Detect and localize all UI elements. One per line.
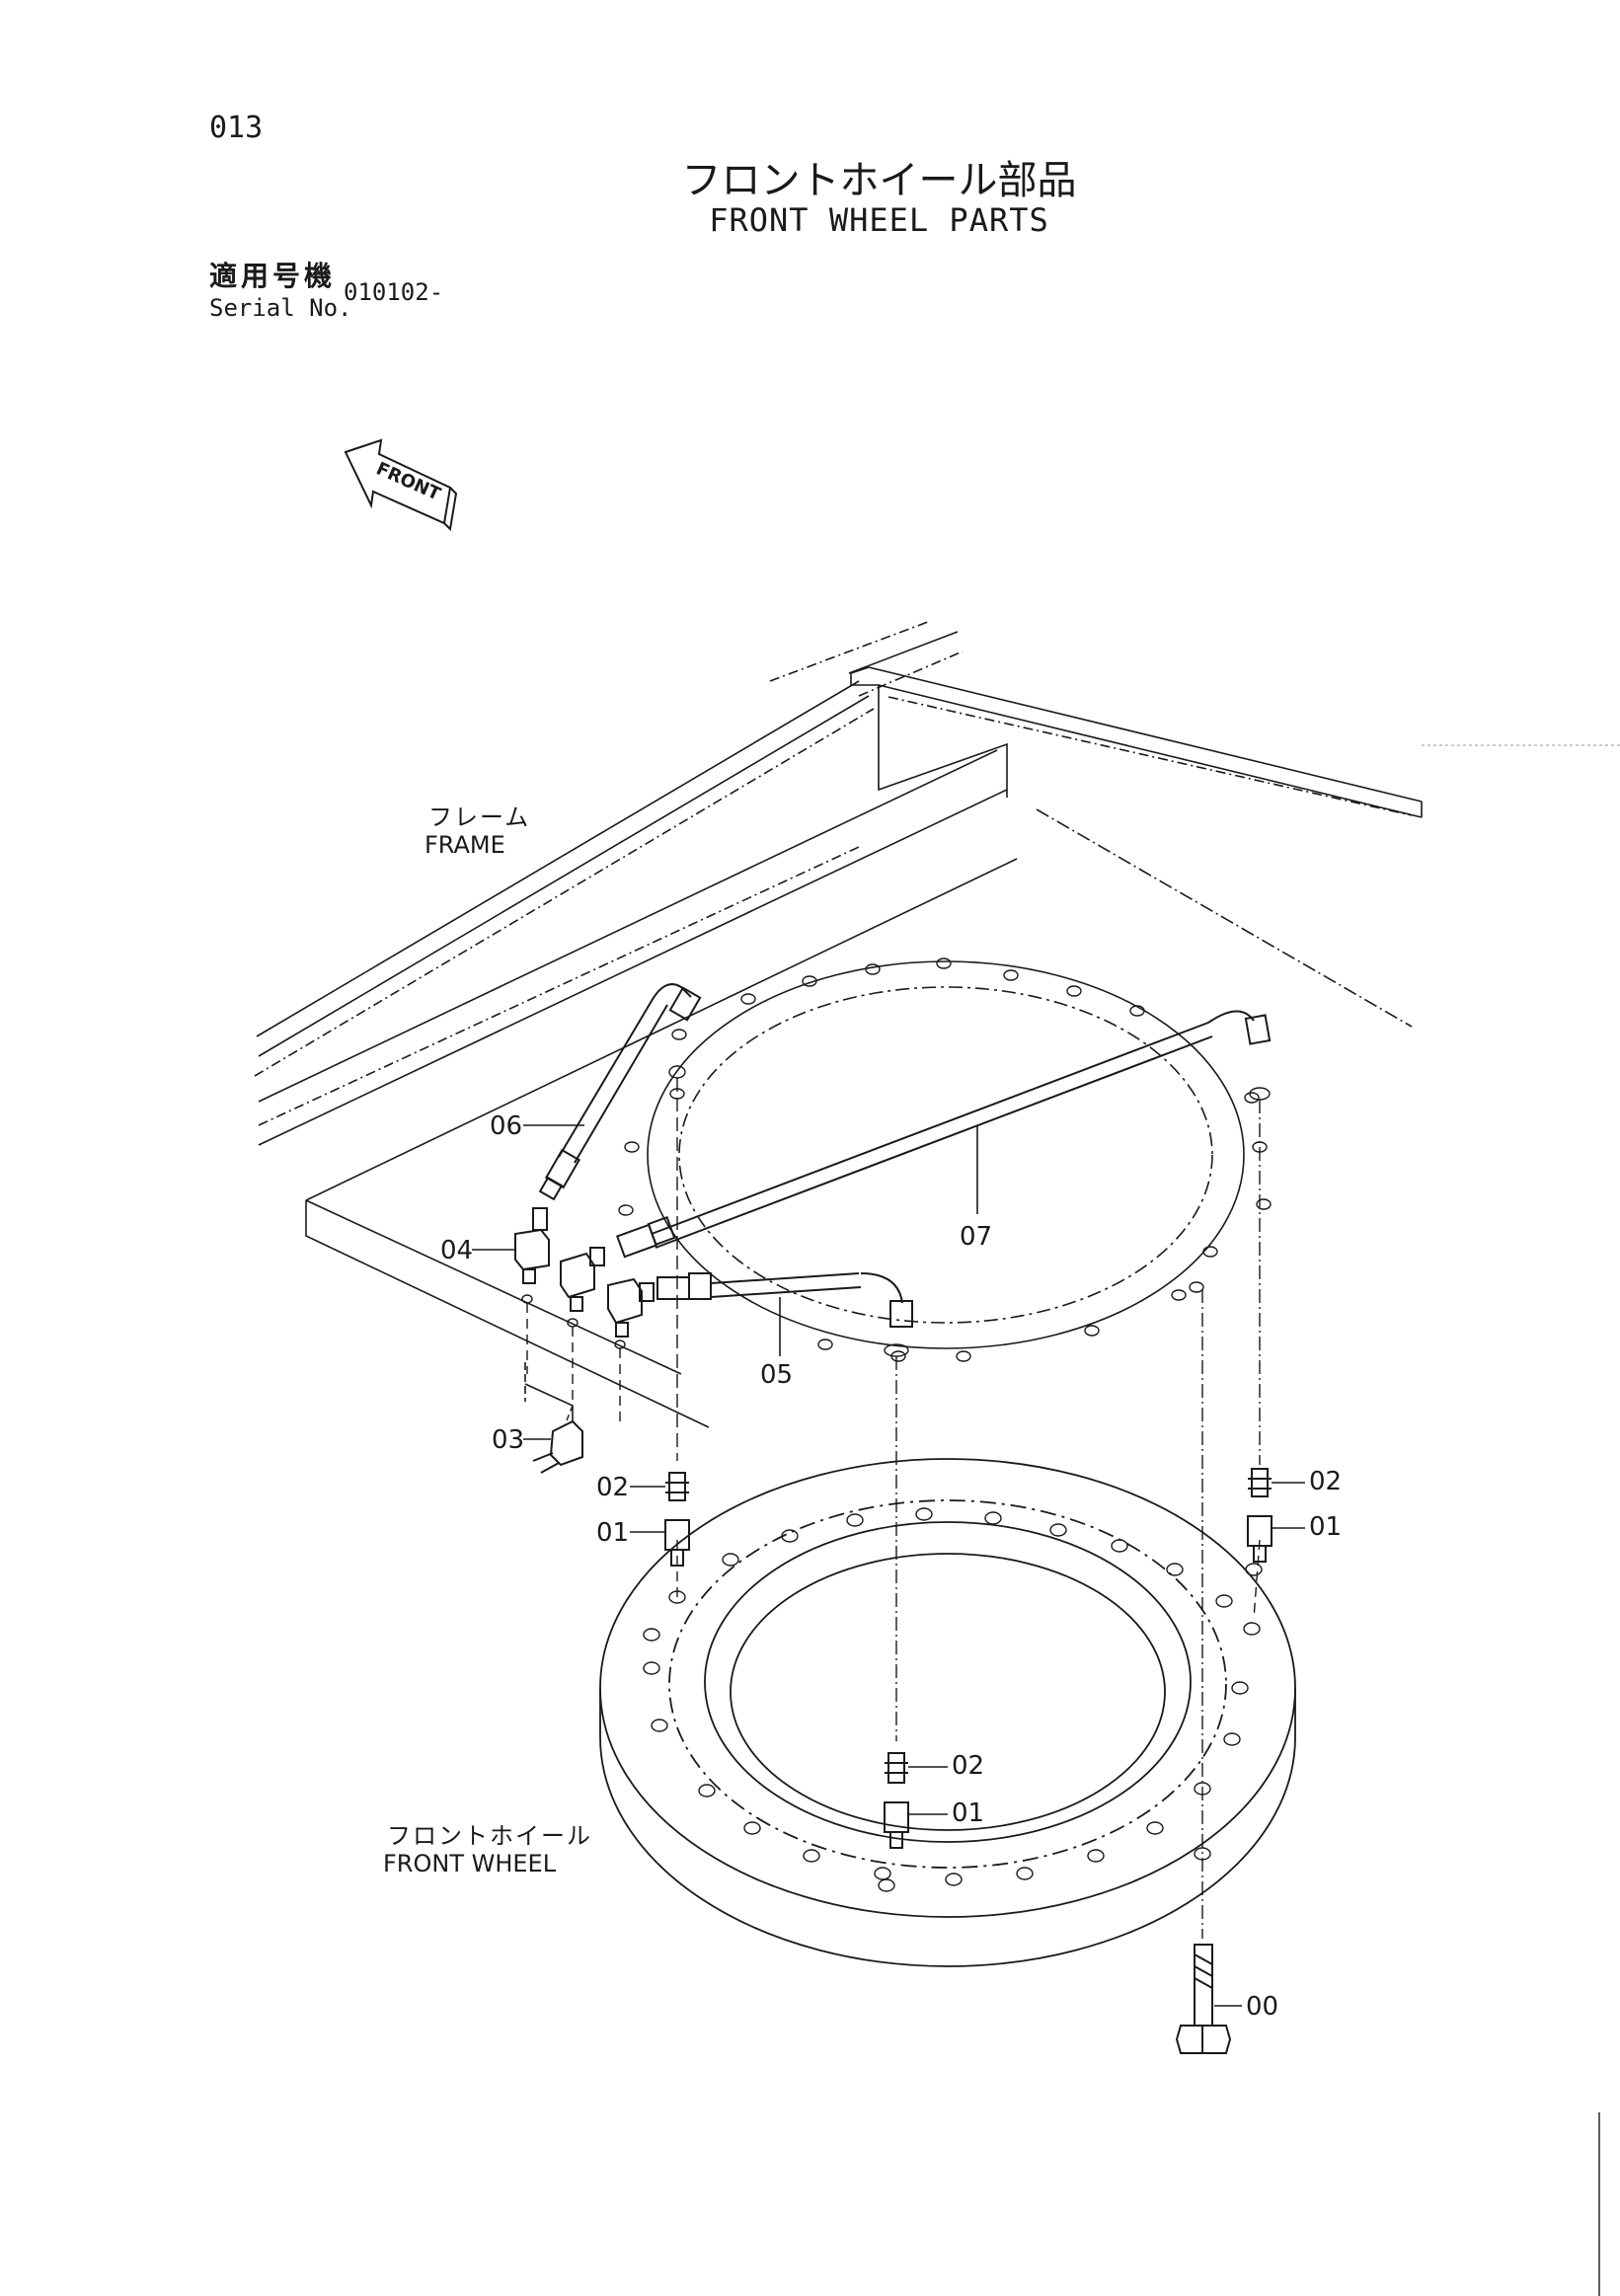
- bolt-00: [1175, 1944, 1232, 2054]
- callout-04: 04: [440, 1236, 474, 1265]
- front-arrow-label: FRONT: [373, 458, 444, 504]
- frame-label-japanese: フレーム: [428, 804, 531, 831]
- callout-02-right: 02: [1309, 1467, 1343, 1496]
- callout-05: 05: [760, 1360, 794, 1390]
- callout-07: 07: [960, 1222, 993, 1252]
- frame-mounting-ring: [618, 957, 1272, 1362]
- callout-03: 03: [492, 1425, 525, 1455]
- frame-label-english: FRAME: [424, 831, 505, 859]
- fitting-right: [1247, 1468, 1273, 1563]
- callout-02-left: 02: [596, 1473, 630, 1502]
- frame-bolt-holes: [618, 957, 1272, 1362]
- front-wheel-label-japanese: フロントホイール: [387, 1822, 592, 1850]
- callout-01-bottom: 01: [952, 1799, 985, 1828]
- callout-leaders: [472, 1124, 1305, 2007]
- washers: [521, 1065, 1271, 1357]
- front-direction-arrow-icon: FRONT: [344, 438, 458, 532]
- callout-00: 00: [1246, 1992, 1279, 2022]
- page-title-japanese: フロントホイール部品: [681, 158, 1077, 203]
- callout-01-right: 01: [1309, 1512, 1343, 1542]
- page-number: 013: [209, 111, 264, 145]
- hose-06: [538, 983, 702, 1201]
- serial-number-value: 010102-: [344, 278, 444, 306]
- callout-02-bottom: 02: [952, 1751, 985, 1781]
- serial-label-japanese: 適用号機: [209, 260, 337, 292]
- callout-06: 06: [490, 1111, 523, 1141]
- fitting-bottom: [884, 1752, 909, 1849]
- assembly-lines: [526, 1078, 1261, 1939]
- elbow-fittings: [514, 1207, 655, 1474]
- front-wheel-label-english: FRONT WHEEL: [383, 1850, 557, 1877]
- hose-07: [615, 1010, 1272, 1259]
- callout-01-left: 01: [596, 1518, 630, 1548]
- page-title-english: FRONT WHEEL PARTS: [709, 201, 1049, 239]
- serial-label-english: Serial No.: [209, 294, 352, 322]
- front-wheel-ring: [599, 1458, 1296, 1967]
- wheel-bolt-holes: [643, 1507, 1263, 1892]
- hose-05: [656, 1272, 913, 1328]
- frame-outline: [254, 621, 1620, 1428]
